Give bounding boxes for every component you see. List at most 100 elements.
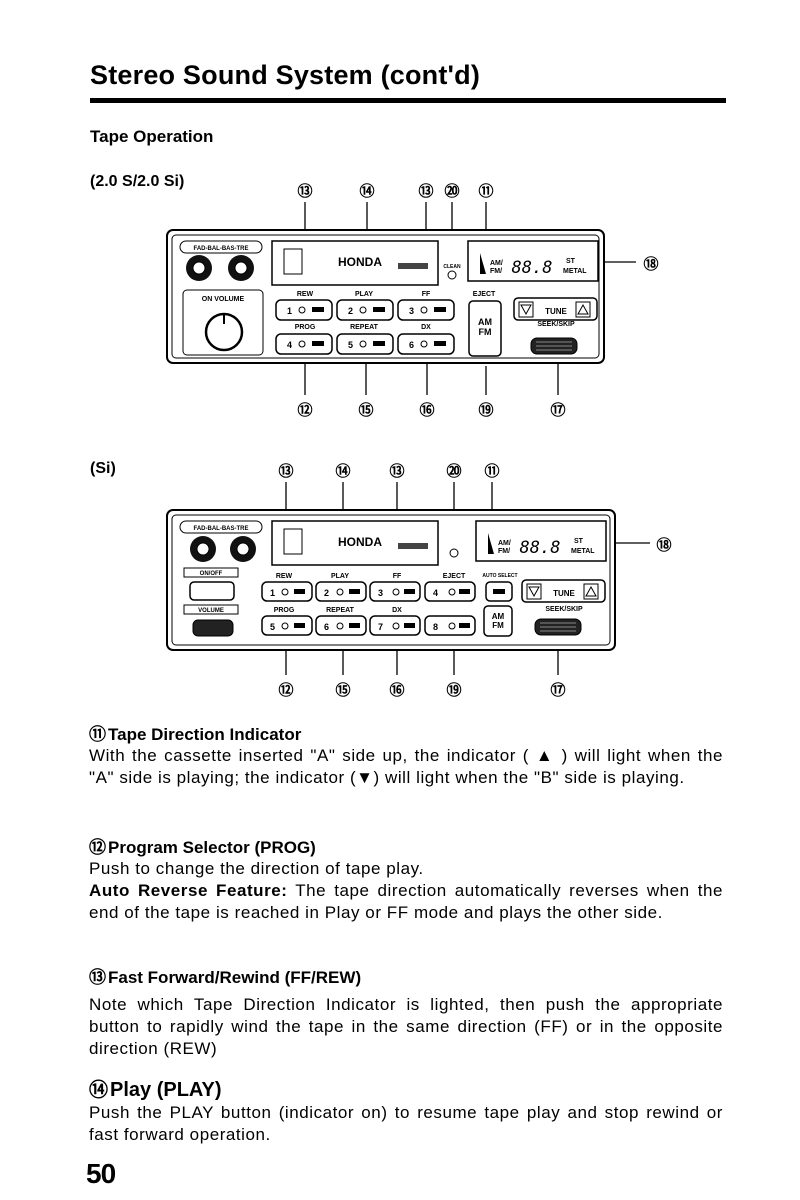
title-divider xyxy=(90,98,726,103)
seek-skip-label: SEEK/SKIP xyxy=(537,321,575,328)
callouts-bottom-top-diagram: ⑫ ⑮ ⑯ ⑲ ⑰ ⑱ xyxy=(297,255,658,419)
play-label: PLAY xyxy=(355,291,373,298)
play-label: PLAY xyxy=(331,573,349,580)
callout-20: ⑳ xyxy=(446,462,461,480)
callout-13b: ⑬ xyxy=(418,182,433,200)
eject-label: EJECT xyxy=(443,573,466,580)
metal-label: METAL xyxy=(563,268,587,275)
frequency-display: 88.8 xyxy=(512,258,553,278)
preset-1: 1 xyxy=(270,588,275,598)
feature-label: Auto Reverse Feature: xyxy=(89,881,288,900)
item-body: Note which Tape Direction Indicator is l… xyxy=(89,995,723,1058)
preset-7: 7 xyxy=(378,622,383,632)
on-volume-label: ON VOLUME xyxy=(202,296,245,303)
tune-button: TUNE xyxy=(545,307,567,316)
seek-skip-label: SEEK/SKIP xyxy=(545,606,583,613)
volume-label: VOLUME xyxy=(198,608,224,614)
rew-label: REW xyxy=(276,573,293,580)
eject-label: EJECT xyxy=(473,291,496,298)
preset-1: 1 xyxy=(287,306,292,316)
repeat-label: REPEAT xyxy=(350,324,379,331)
item-heading: Fast Forward/Rewind (FF/REW) xyxy=(108,968,362,987)
callout-12: ⑫ xyxy=(297,401,312,419)
brand-logo: HONDA xyxy=(338,255,382,269)
callout-14: ⑭ xyxy=(359,182,374,200)
preset-2: 2 xyxy=(348,306,353,316)
frequency-display: 88.8 xyxy=(520,538,561,558)
repeat-label: REPEAT xyxy=(326,607,355,614)
callout-11: ⑪ xyxy=(484,462,499,480)
callout-14: ⑭ xyxy=(335,462,350,480)
item-number: ⑪ xyxy=(89,725,106,745)
prog-label: PROG xyxy=(274,607,295,614)
page-title: Stereo Sound System (cont'd) xyxy=(90,60,481,90)
auto-reverse-paragraph: Auto Reverse Feature: The tape direction… xyxy=(89,881,723,922)
item-number: ⑬ xyxy=(89,968,106,988)
preset-2: 2 xyxy=(324,588,329,598)
callouts-top-bottom-diagram: ⑬ ⑭ ⑬ ⑳ ⑪ xyxy=(278,462,499,480)
page-number: 50 xyxy=(86,1158,116,1189)
callout-16: ⑯ xyxy=(389,681,404,699)
preset-5: 5 xyxy=(270,622,275,632)
callouts-top: ⑬ ⑭ ⑬ ⑳ ⑪ xyxy=(297,182,493,200)
band-label: AM/FM/ xyxy=(498,540,511,555)
callout-13b: ⑬ xyxy=(389,462,404,480)
callout-16: ⑯ xyxy=(419,401,434,419)
knob-label: FAD-BAL-BAS-TRE xyxy=(194,526,249,532)
triangle-down-icon: ▼ xyxy=(356,768,374,787)
item-number: ⑫ xyxy=(89,838,106,858)
callout-20: ⑳ xyxy=(444,182,459,200)
st-label: ST xyxy=(566,258,576,265)
item-heading: Play (PLAY) xyxy=(110,1079,222,1101)
callout-17: ⑰ xyxy=(550,401,565,419)
callout-18: ⑱ xyxy=(656,536,671,554)
brand-logo: HONDA xyxy=(338,535,382,549)
item-heading: Program Selector (PROG) xyxy=(108,838,316,857)
callout-19: ⑲ xyxy=(446,681,461,699)
preset-4: 4 xyxy=(433,588,438,598)
radio-diagram-bottom: ⑬ ⑭ ⑬ ⑳ ⑪ FAD-BAL-BAS-TRE ON/OFF VOLUME … xyxy=(166,462,672,699)
band-label: AM/FM/ xyxy=(490,260,503,275)
metal-label: METAL xyxy=(571,548,595,555)
callout-18: ⑱ xyxy=(643,255,658,273)
callout-17: ⑰ xyxy=(550,681,565,699)
callout-13a: ⑬ xyxy=(278,462,293,480)
item-play: ⑭ Play (PLAY) Push the PLAY button (indi… xyxy=(89,1075,723,1146)
clean-label: CLEAN xyxy=(443,264,461,270)
ff-label: FF xyxy=(422,291,431,298)
prog-label: PROG xyxy=(295,324,316,331)
item-number: ⑭ xyxy=(89,1079,109,1101)
preset-6: 6 xyxy=(409,340,414,350)
callout-15: ⑮ xyxy=(358,401,373,419)
callout-19: ⑲ xyxy=(478,401,493,419)
model-label-bottom: (Si) xyxy=(90,460,116,477)
preset-8: 8 xyxy=(433,622,438,632)
tune-button: TUNE xyxy=(553,589,575,598)
triangle-up-icon: ▲ xyxy=(535,746,555,765)
dx-label: DX xyxy=(421,324,431,331)
item-tape-direction-indicator: ⑪ Tape Direction Indicator With the cass… xyxy=(89,720,723,789)
section-heading: Tape Operation xyxy=(90,127,214,146)
callout-13a: ⑬ xyxy=(297,182,312,200)
on-off-label: ON/OFF xyxy=(200,571,223,577)
preset-6: 6 xyxy=(324,622,329,632)
knob-label: FAD-BAL-BAS-TRE xyxy=(194,246,249,252)
ff-label: FF xyxy=(393,573,402,580)
preset-4: 4 xyxy=(287,340,292,350)
callout-11: ⑪ xyxy=(478,182,493,200)
preset-3: 3 xyxy=(409,306,414,316)
model-label-top: (2.0 S/2.0 Si) xyxy=(90,173,185,190)
callout-15: ⑮ xyxy=(335,681,350,699)
dx-label: DX xyxy=(392,607,402,614)
item-program-selector: ⑫ Program Selector (PROG) Push to change… xyxy=(89,833,723,924)
item-heading: Tape Direction Indicator xyxy=(108,725,302,744)
st-label: ST xyxy=(574,538,584,545)
item-body: Push to change the direction of tape pla… xyxy=(89,859,424,878)
auto-select-label: AUTO SELECT xyxy=(482,573,517,579)
callouts-bottom-bottom-diagram: ⑫ ⑮ ⑯ ⑲ ⑰ ⑱ xyxy=(278,536,671,699)
item-body: With the cassette inserted "A" side up, … xyxy=(89,746,723,787)
preset-5: 5 xyxy=(348,340,353,350)
preset-3: 3 xyxy=(378,588,383,598)
